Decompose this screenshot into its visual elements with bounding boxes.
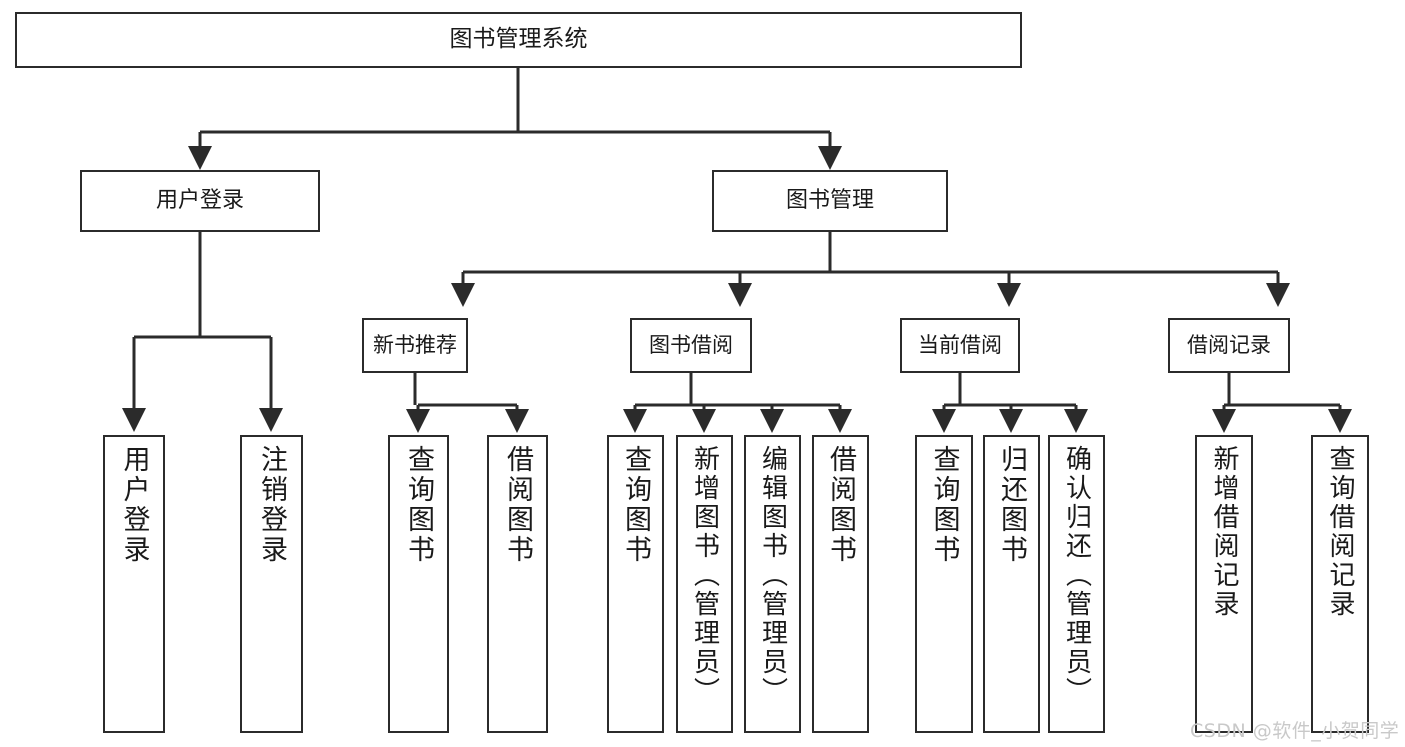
node-leaf-borrow-book-1[interactable]: 借阅图书 [487,435,548,733]
node-leaf-confirm-return-label: 确认归还（管理员） [1061,445,1092,706]
node-borrow-record[interactable]: 借阅记录 [1168,318,1290,373]
node-borrow-record-label: 借阅记录 [1187,333,1271,358]
node-leaf-borrow-book-2[interactable]: 借阅图书 [812,435,869,733]
node-leaf-query-record[interactable]: 查询借阅记录 [1311,435,1369,733]
node-leaf-user-login[interactable]: 用户登录 [103,435,165,733]
node-leaf-user-login-label: 用户登录 [118,445,150,565]
node-leaf-user-logout[interactable]: 注销登录 [240,435,303,733]
node-leaf-add-record[interactable]: 新增借阅记录 [1195,435,1253,733]
node-leaf-query-book-3[interactable]: 查询图书 [915,435,973,733]
node-leaf-edit-book[interactable]: 编辑图书（管理员） [744,435,801,733]
node-new-book-recommend[interactable]: 新书推荐 [362,318,468,373]
node-leaf-return-book-label: 归还图书 [996,445,1027,565]
node-new-book-recommend-label: 新书推荐 [373,333,457,358]
node-leaf-add-book-label: 新增图书（管理员） [689,445,720,706]
node-leaf-borrow-book-1-label: 借阅图书 [502,445,533,565]
watermark: CSDN @软件_小贺同学 [1190,720,1400,742]
node-leaf-query-book-1[interactable]: 查询图书 [388,435,449,733]
node-book-borrow-label: 图书借阅 [649,333,733,358]
node-leaf-confirm-return[interactable]: 确认归还（管理员） [1048,435,1105,733]
node-root-label: 图书管理系统 [449,26,588,53]
node-current-borrow[interactable]: 当前借阅 [900,318,1020,373]
node-leaf-borrow-book-2-label: 借阅图书 [825,445,856,565]
node-leaf-query-book-2-label: 查询图书 [620,445,651,565]
node-leaf-query-book-1-label: 查询图书 [403,445,434,565]
node-current-borrow-label: 当前借阅 [918,333,1002,358]
node-leaf-query-book-3-label: 查询图书 [928,445,960,565]
node-leaf-return-book[interactable]: 归还图书 [983,435,1040,733]
node-user-login[interactable]: 用户登录 [80,170,320,232]
node-leaf-user-logout-label: 注销登录 [256,445,287,565]
node-root[interactable]: 图书管理系统 [15,12,1022,68]
node-user-login-label: 用户登录 [155,188,244,214]
node-book-borrow[interactable]: 图书借阅 [630,318,752,373]
node-book-manage[interactable]: 图书管理 [712,170,948,232]
node-leaf-add-book[interactable]: 新增图书（管理员） [676,435,733,733]
node-leaf-query-book-2[interactable]: 查询图书 [607,435,664,733]
node-leaf-edit-book-label: 编辑图书（管理员） [757,445,788,706]
node-book-manage-label: 图书管理 [785,188,874,214]
node-leaf-query-record-label: 查询借阅记录 [1325,445,1355,619]
node-leaf-add-record-label: 新增借阅记录 [1209,445,1239,619]
